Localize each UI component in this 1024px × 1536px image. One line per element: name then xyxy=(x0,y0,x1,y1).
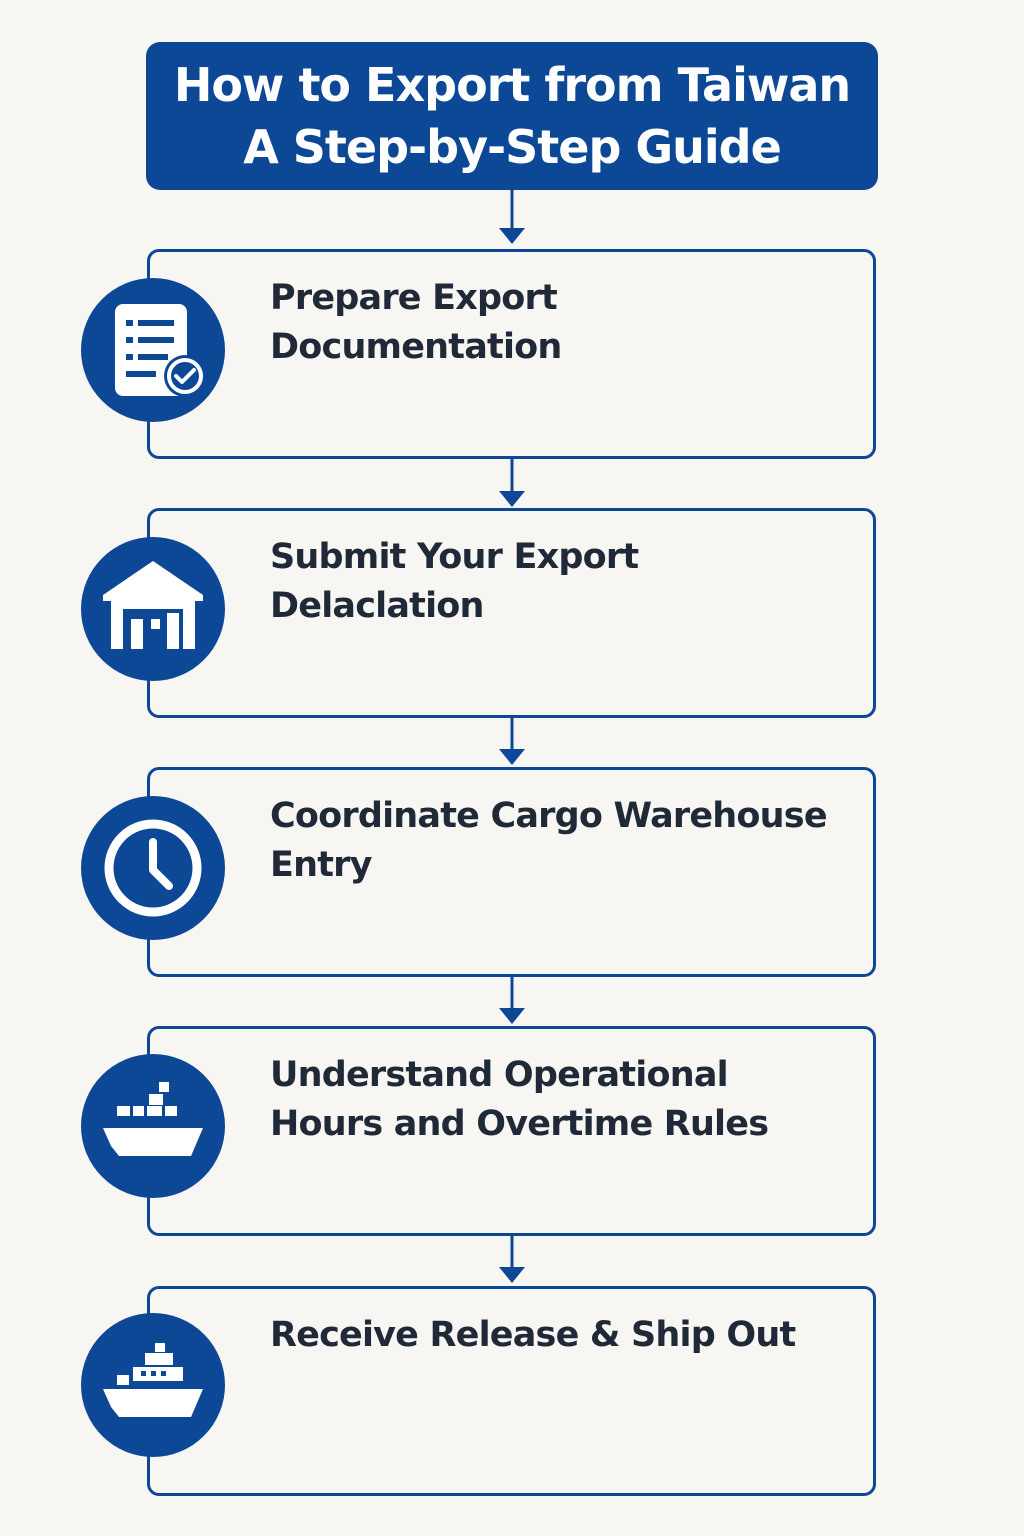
ship-icon xyxy=(81,1313,225,1457)
cargo-ship-icon xyxy=(81,1054,225,1198)
arrow-down-icon xyxy=(499,190,525,244)
title-line-2: A Step-by-Step Guide xyxy=(243,120,782,174)
step-box-5: Receive Release & Ship Out xyxy=(147,1286,876,1496)
arrow-down-icon xyxy=(499,976,525,1024)
step-box-4: Understand Operational Hours and Overtim… xyxy=(147,1026,876,1236)
step-label: Submit Your Export Delaclation xyxy=(270,537,639,626)
step-label: Coordinate Cargo Warehouse Entry xyxy=(270,796,828,885)
step-label: Prepare Export Documentation xyxy=(270,278,562,367)
step-box-2: Submit Your Export Delaclation xyxy=(147,508,876,718)
title-box: How to Export from Taiwan A Step-by-Step… xyxy=(146,42,878,190)
arrow-down-icon xyxy=(499,459,525,507)
step-box-1: Prepare Export Documentation xyxy=(147,249,876,459)
title-line-1: How to Export from Taiwan xyxy=(173,58,851,112)
arrow-down-icon xyxy=(499,717,525,765)
warehouse-icon xyxy=(81,537,225,681)
step-box-3: Coordinate Cargo Warehouse Entry xyxy=(147,767,876,977)
step-label: Understand Operational Hours and Overtim… xyxy=(270,1055,769,1144)
arrow-down-icon xyxy=(499,1235,525,1283)
clock-icon xyxy=(81,796,225,940)
document-check-icon xyxy=(81,278,225,422)
step-label: Receive Release & Ship Out xyxy=(270,1315,796,1355)
